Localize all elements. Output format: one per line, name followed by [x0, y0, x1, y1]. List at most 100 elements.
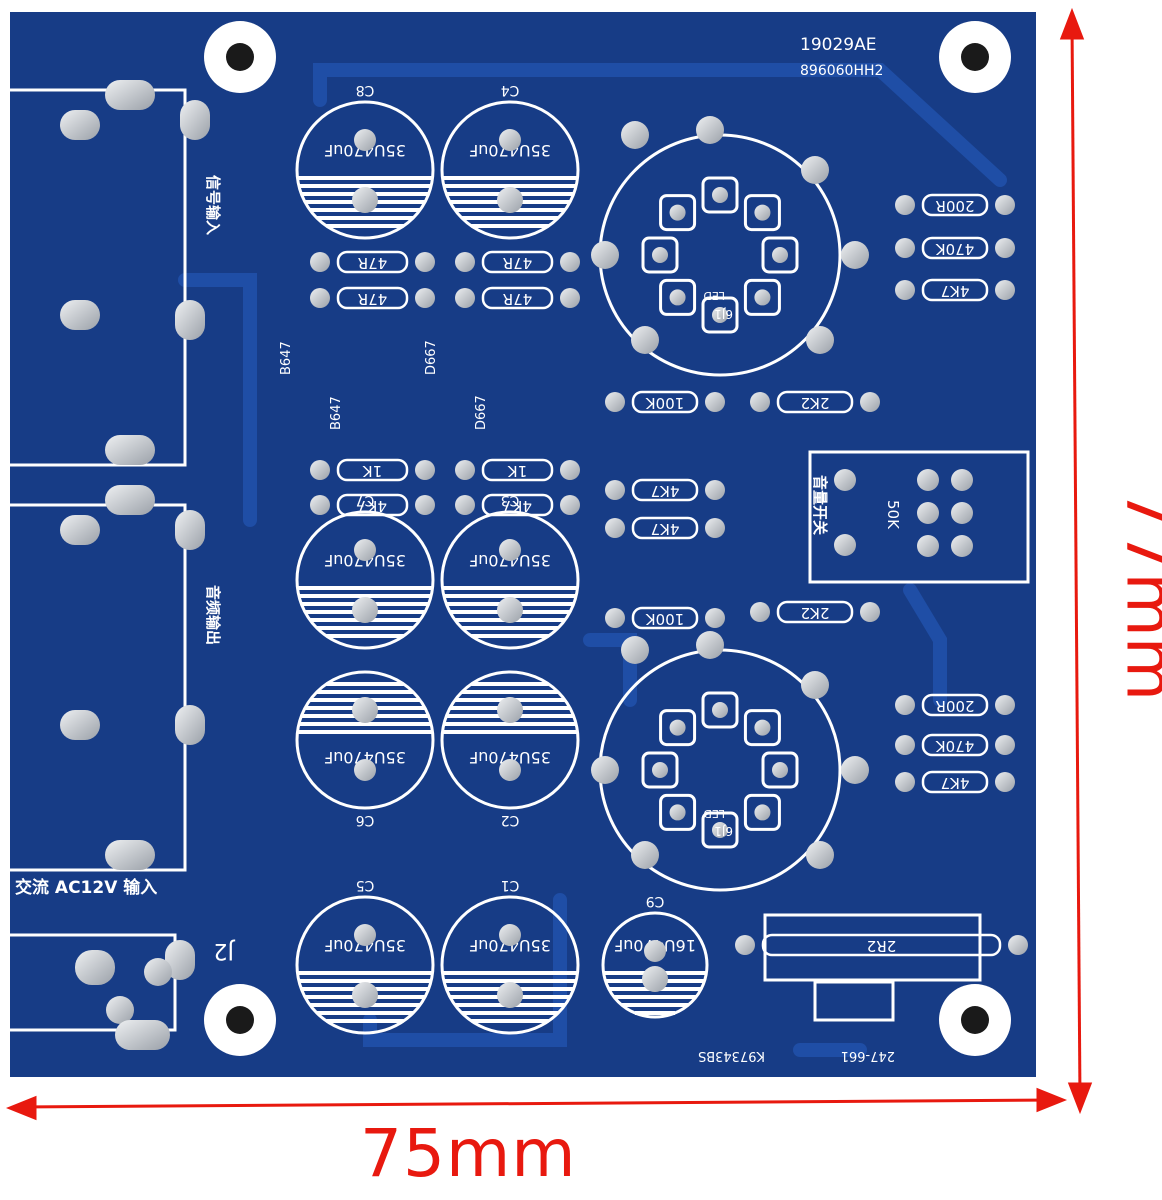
svg-text:47R: 47R: [358, 290, 388, 308]
svg-text:1K: 1K: [362, 462, 383, 480]
resistor-r1: 2R2: [735, 933, 1028, 957]
resistor-r19: 200R: [895, 193, 1015, 217]
resistor-r9: 47R: [310, 250, 435, 274]
capacitor-C7: 35U470uFC7: [295, 492, 435, 650]
svg-text:2R2: 2R2: [867, 937, 897, 955]
capacitor-ref: C4: [501, 82, 520, 98]
tr2-label: D667: [424, 340, 439, 375]
tr4-label: B647: [279, 341, 294, 375]
tube-pin: [801, 671, 829, 699]
tube-label-1: 6J1: [714, 307, 733, 321]
svg-text:4K7: 4K7: [358, 497, 387, 515]
resistor-r15: 4K7: [605, 516, 725, 540]
svg-text:1K: 1K: [507, 462, 528, 480]
capacitor-C9: 16U470uFC9: [601, 893, 709, 1019]
board-code-1: 19029AE: [800, 35, 876, 55]
svg-text:4K7: 4K7: [651, 482, 680, 500]
tr3-label: B647: [329, 396, 344, 430]
capacitor-value: 35U470uF: [469, 748, 551, 767]
resistor-r12: 4K7: [895, 770, 1015, 794]
resistor-r2: 4K7: [455, 493, 580, 517]
capacitor-ref: C1: [501, 877, 520, 893]
tube-pin: [841, 756, 869, 784]
svg-text:4K7: 4K7: [503, 497, 532, 515]
resistor-r14: 200R: [895, 693, 1015, 717]
svg-text:470K: 470K: [935, 240, 975, 258]
connector-pads: [60, 80, 210, 1050]
svg-text:100K: 100K: [645, 610, 685, 628]
resistor-r16: 100K: [605, 606, 725, 630]
input-label: 交流 AC12V 输入: [15, 877, 157, 898]
resistor-r13: 470K: [895, 733, 1015, 757]
tube-pads: [591, 116, 869, 869]
pot-value: 50K: [884, 500, 902, 530]
svg-text:4K7: 4K7: [651, 520, 680, 538]
volume-switch-label: 音量开关: [811, 475, 829, 535]
resistor-r8: 47R: [310, 286, 435, 310]
svg-text:100K: 100K: [645, 394, 685, 412]
svg-text:2K2: 2K2: [801, 394, 830, 412]
tube-pin: [631, 841, 659, 869]
tube-pin: [621, 121, 649, 149]
capacitor-ref: C6: [356, 812, 375, 828]
potentiometer-pads: [834, 469, 973, 557]
tube-pin: [801, 156, 829, 184]
width-dimension: 75mm: [360, 1115, 577, 1192]
svg-text:47R: 47R: [503, 254, 533, 272]
tube-pin: [591, 241, 619, 269]
resistor-r18: 470K: [895, 236, 1015, 260]
resistor-r21: 100K: [605, 390, 725, 414]
resistor-r6: 4K7: [310, 493, 435, 517]
resistor-r4: 47R: [455, 286, 580, 310]
copper-traces: [178, 63, 1007, 1057]
resistor-r10: 2K2: [750, 600, 880, 624]
resistor-r20: 4K7: [605, 478, 725, 502]
capacitor-value: 35U470uF: [324, 748, 406, 767]
capacitor-ref: C9: [646, 893, 665, 909]
resistor-r11: 2K2: [750, 390, 880, 414]
tube-pin: [806, 841, 834, 869]
svg-text:200R: 200R: [935, 697, 974, 715]
capacitor-C6: 35U470uF C6: [295, 670, 435, 828]
svg-text:47R: 47R: [503, 290, 533, 308]
tr1-label: D667: [474, 395, 489, 430]
tube-pin: [621, 636, 649, 664]
capacitor-C5: 35U470uFC5: [295, 877, 435, 1035]
tube-pin: [841, 241, 869, 269]
capacitor-C8: 35U470uFC8: [295, 82, 435, 240]
tube-pin: [696, 631, 724, 659]
capacitor-ref: C8: [356, 82, 375, 98]
tube-pin: [696, 116, 724, 144]
board-code-4: 247-661: [841, 1048, 895, 1063]
svg-text:47R: 47R: [358, 254, 388, 272]
resistor-r7: 1K: [310, 458, 435, 482]
capacitor-C1: 35U470uFC1: [440, 877, 580, 1035]
capacitor-ref: C2: [501, 812, 520, 828]
audio-output-label: 音频输出: [204, 585, 222, 645]
silk-outlines: [10, 88, 1030, 1032]
led-label-2: LED: [703, 807, 725, 820]
svg-text:200R: 200R: [935, 197, 974, 215]
height-dimension: 77mm: [1111, 488, 1162, 702]
svg-text:2K2: 2K2: [801, 604, 830, 622]
capacitor-ref: C5: [356, 877, 375, 893]
mounting-holes: [204, 21, 1011, 1056]
capacitor-C4: 35U470uFC4: [440, 82, 580, 240]
resistor-group: 47R 47R 47R 47R 1K 1K 4K7 4K7 200R 470K 4K7 100K 2K2…: [310, 193, 1028, 957]
board-code-2: 896060HH2: [800, 63, 883, 79]
resistor-r17: 4K7: [895, 278, 1015, 302]
board-code-3: K97343BS: [698, 1048, 765, 1063]
resistor-r3: 1K: [455, 458, 580, 482]
svg-text:4K7: 4K7: [941, 282, 970, 300]
capacitor-C3: 35U470uFC3: [440, 492, 580, 650]
tube-pin: [631, 326, 659, 354]
tube-pin: [591, 756, 619, 784]
resistor-r5: 47R: [455, 250, 580, 274]
led-label-1: LED: [703, 289, 725, 302]
capacitor-group: 35U470uFC835U470uFC435U470uFC735U470uFC3…: [295, 82, 709, 1035]
svg-text:4K7: 4K7: [941, 774, 970, 792]
capacitor-C2: 35U470uF C2: [440, 670, 580, 828]
svg-text:470K: 470K: [935, 737, 975, 755]
pcb-substrate: [10, 12, 1036, 1077]
